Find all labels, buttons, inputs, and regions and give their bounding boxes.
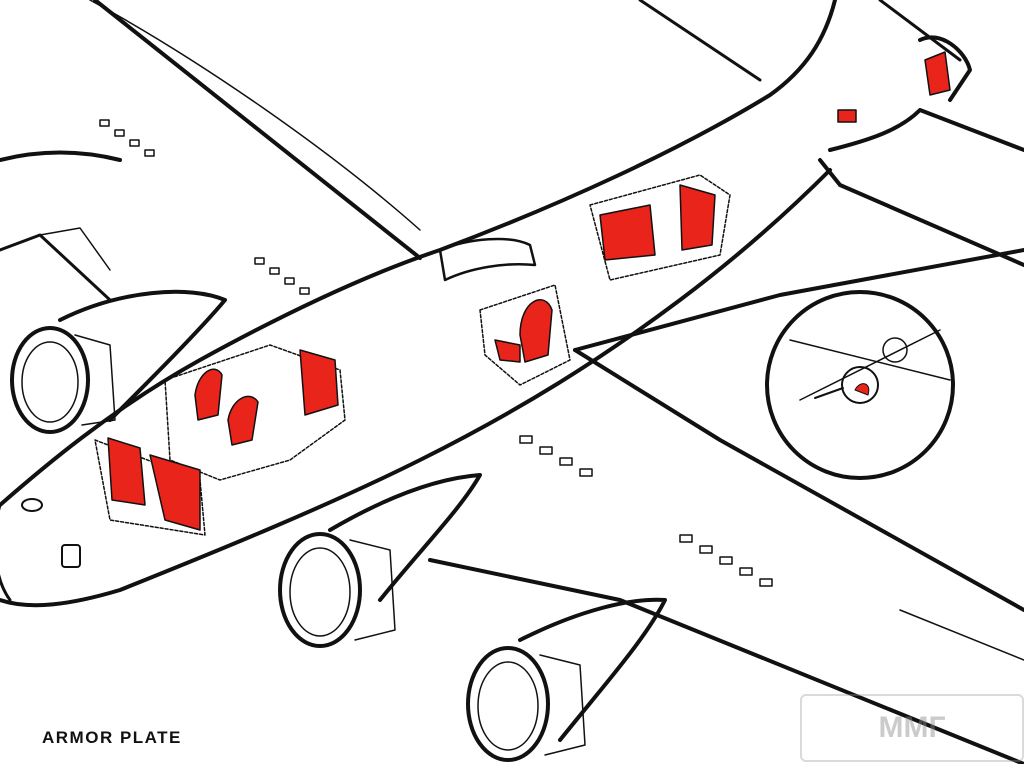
armor-plates bbox=[107, 51, 951, 531]
armor-waist bbox=[599, 204, 656, 261]
left-wing-details bbox=[39, 0, 421, 295]
far-wing bbox=[638, 0, 962, 82]
armor-tail-gunner bbox=[924, 51, 951, 96]
turret-inset bbox=[765, 290, 955, 480]
fuselage bbox=[0, 0, 837, 608]
tail-stabilizer bbox=[818, 35, 1024, 267]
engine-left bbox=[10, 289, 227, 434]
engine-right bbox=[466, 597, 667, 762]
armor-nose bbox=[107, 437, 146, 506]
armor-bulkhead bbox=[299, 349, 339, 416]
engine-center bbox=[278, 473, 482, 648]
left-wing bbox=[0, 0, 422, 302]
diagram-caption: ARMOR PLATE bbox=[42, 728, 182, 747]
armor-nose-side bbox=[149, 454, 201, 531]
armor-waist-right bbox=[679, 184, 716, 251]
watermark: ММГ bbox=[800, 694, 1024, 762]
armor-copilot-seat bbox=[227, 395, 259, 446]
armor-tail-block bbox=[837, 109, 857, 123]
armor-radio-seat bbox=[494, 299, 553, 363]
armor-pilot-seat bbox=[194, 368, 223, 421]
right-wing-details bbox=[519, 435, 1024, 661]
right-wing bbox=[428, 248, 1024, 764]
